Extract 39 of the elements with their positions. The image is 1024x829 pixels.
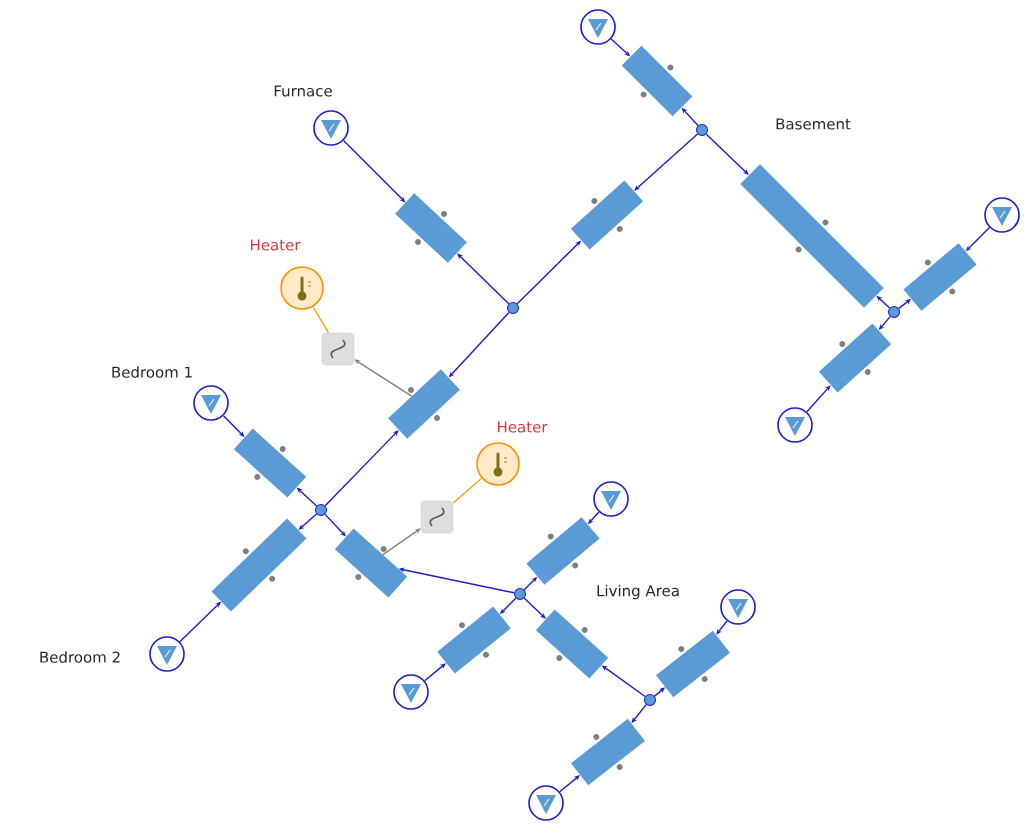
room-label: Bedroom 2: [40, 651, 120, 663]
duct-section: [334, 528, 408, 598]
duct-section: [233, 428, 307, 498]
vent-icon: [580, 9, 616, 45]
duct-section: [388, 369, 460, 439]
duct-section: [740, 164, 884, 308]
room-label: Bedroom 1: [112, 366, 192, 378]
duct-section: [656, 630, 730, 698]
area-label: Basement: [776, 118, 851, 130]
duct-section: [211, 518, 307, 612]
heater-label: Heater: [251, 239, 301, 251]
arrow: [634, 133, 699, 191]
vent-icon: [777, 407, 813, 443]
room-label: Furnace: [274, 85, 332, 97]
duct-section: [818, 323, 892, 393]
duct-section: [570, 180, 644, 250]
arrow: [382, 528, 421, 556]
arrow: [716, 620, 728, 635]
duct-section: [621, 45, 693, 117]
vent-icon: [528, 785, 564, 821]
arrow: [806, 385, 831, 413]
arrow: [523, 597, 546, 619]
duct-section: [903, 243, 977, 311]
duct-section: [395, 193, 467, 263]
vent-icon: [984, 197, 1020, 233]
vent-icon: [393, 674, 429, 710]
arrow: [298, 513, 318, 530]
duct-section: [571, 718, 645, 786]
heater-label: Heater: [498, 421, 548, 433]
vent-icon: [593, 481, 629, 517]
arrow: [354, 359, 413, 397]
arrow: [324, 430, 399, 507]
controller-icon: [420, 500, 454, 534]
duct-section: [437, 606, 511, 674]
vent-icon: [720, 589, 756, 625]
controller-icon: [321, 332, 355, 366]
area-label: Living Area: [597, 584, 679, 600]
duct-section: [526, 517, 600, 585]
duct-section: [535, 609, 609, 679]
